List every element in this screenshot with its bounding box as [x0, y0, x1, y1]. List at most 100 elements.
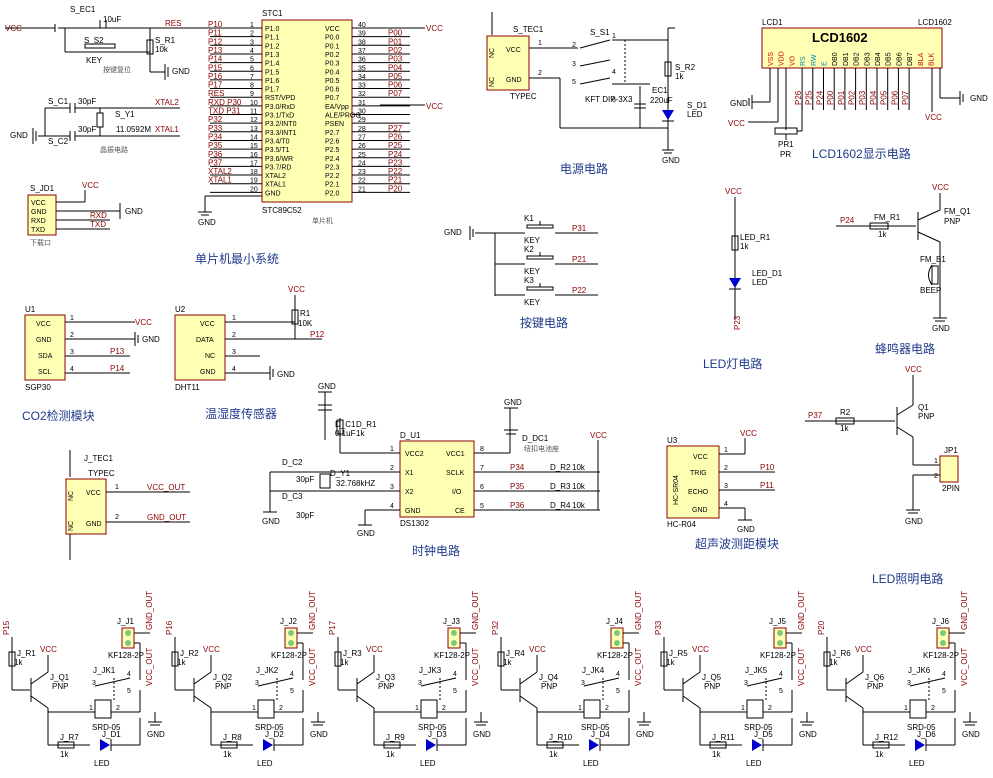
clock-c1-value: 0.1uF [335, 429, 356, 438]
lcd-pot-value: PR [780, 150, 791, 159]
ledlight-jp-value: 2PIN [942, 484, 960, 493]
relay-res-ref: J_R1 [17, 649, 36, 658]
key-value: KEY [524, 236, 541, 245]
mcu-right-pin-num: 33 [358, 83, 366, 90]
dht-chip [174, 314, 226, 381]
relay-vcc: VCC [203, 645, 220, 654]
relay-conn-type: KF128-2P [271, 651, 307, 660]
ultra-num-3: 3 [724, 483, 728, 490]
ledlight-gnd: GND [905, 517, 923, 526]
clock-num-r3: 6 [480, 484, 484, 491]
clock-r1-value: 1k [356, 429, 365, 438]
clock-num-l4: 4 [390, 503, 394, 510]
co2-num-1: 1 [70, 315, 74, 322]
crystal-gnd-label: GND [10, 131, 28, 140]
relay-gnd: GND [962, 730, 980, 739]
clock-c3-ref: D_C3 [282, 492, 303, 501]
relay-rl-ref: J_R8 [223, 733, 242, 742]
relay-res-value: 1k [666, 658, 675, 667]
power-jack-vcc: VCC [506, 47, 521, 54]
led-lamp-res-ref: LED_R1 [740, 233, 771, 242]
crystal-c1-ref: S_C1 [48, 97, 69, 106]
clock-gnd-bat: GND [504, 398, 522, 407]
relay-pin-2: 2 [768, 705, 772, 712]
relay-rl-ref: J_R12 [875, 733, 899, 742]
relay-net: P32 [491, 620, 500, 635]
led-lamp-led-symbol [729, 278, 741, 288]
clock-c1-ref: D_C1 [335, 420, 356, 429]
mcu-left-pin-num: 7 [250, 74, 254, 81]
mcu-right-pin-num: 28 [358, 126, 366, 133]
download-pin-4: TXD [31, 227, 45, 234]
ledlight-num-1: 1 [934, 458, 938, 465]
ultrasonic-circuit: U3 HC-SR04 VCC TRIG ECHO GND HC-R04 VCC … [666, 429, 779, 551]
clock-vcc: VCC [590, 431, 607, 440]
clock-circuit: D_U1 VCC2 X1 X2 GND VCC1 SCLK I/O CE DS1… [262, 382, 607, 558]
crystal-value: 11.0592M [116, 125, 151, 134]
relay-pin-1: 1 [904, 705, 908, 712]
co2-circuit: U1 VCC GND SDA SCL SGP30 1 2 3 4 VCC GND… [22, 305, 160, 423]
lcd-pin-name: DB2 [854, 52, 861, 66]
download-rxd: RXD [90, 211, 107, 220]
relay-k-ref: J_JK4 [582, 666, 605, 675]
relay-pin-4: 4 [127, 671, 131, 678]
download-header: S_JD1 VCC GND RXD TXD 下载口 VCC GND RXD TX… [27, 181, 143, 247]
relay-pin-4: 4 [779, 671, 783, 678]
mcu-left-net: RES [208, 89, 224, 98]
ultra-vcc: VCC [740, 429, 757, 438]
tec-out-jack [65, 478, 107, 535]
mcu-left-pin-name: P1.6 [265, 78, 280, 85]
relay-j-ref: J_J4 [606, 617, 623, 626]
co2-net-sda: P13 [110, 347, 125, 356]
relay-k-ref: J_JK2 [256, 666, 279, 675]
relay-k-ref: J_JK6 [908, 666, 931, 675]
power-nc-1: NC [489, 48, 496, 58]
power-sw-pin-3: 3 [572, 61, 576, 68]
clock-bat-value: 纽扣电池座 [524, 444, 559, 453]
relay-conn-type: KF128-2P [923, 651, 959, 660]
relay-rl-value: 1k [223, 750, 232, 759]
buzzer-net: P24 [840, 216, 855, 225]
relay-vcc: VCC [692, 645, 709, 654]
lcd-pin-name: RS [800, 56, 807, 66]
clock-pin-r4: CE [455, 508, 465, 515]
buzzer-value: BEEP [920, 286, 941, 295]
clock-num-l3: 3 [390, 484, 394, 491]
mcu-left-net: TXD P31 [208, 107, 241, 116]
clock-net-p34: P34 [510, 463, 525, 472]
power-led-value: LED [687, 110, 703, 119]
relay-part: SRD-05 [907, 723, 936, 732]
power-pin-1: 1 [538, 40, 542, 47]
dht-pin-3: NC [205, 353, 215, 360]
mcu-right-pin-num: 31 [358, 100, 366, 107]
lcd-vcc-left: VCC [728, 119, 745, 128]
crystal-c2-ref: S_C2 [48, 137, 69, 146]
mcu-right-pin-num: 24 [358, 160, 366, 167]
lcd-pin-name: RW [811, 54, 818, 66]
dht-res-value: 10K [298, 319, 313, 328]
lcd-pin-name: DB3 [864, 52, 871, 66]
mcu-right-net: P25 [388, 141, 403, 150]
dht-num-4: 4 [232, 366, 236, 373]
lcd-pin-name: BLK [929, 52, 936, 66]
mcu-left-net: P32 [208, 115, 223, 124]
relay-q-type: PNP [378, 682, 394, 691]
relay-pin-5: 5 [779, 688, 783, 695]
mcu-left-net: P33 [208, 124, 223, 133]
relay-pin-5: 5 [127, 688, 131, 695]
relay-rl-value: 1k [875, 750, 884, 759]
dht-pin-4: GND [200, 369, 216, 376]
relay-pin-5: 5 [453, 688, 457, 695]
clock-num-r1: 8 [480, 446, 484, 453]
relay-gnd-out: GND_OUT [960, 591, 969, 630]
mcu-right-net: P20 [388, 184, 403, 193]
clock-num-l2: 2 [390, 465, 394, 472]
co2-net-scl: P14 [110, 364, 125, 373]
tec-out-net2: GND_OUT [147, 513, 186, 522]
key-ref: K2 [524, 245, 534, 254]
mcu-right-pin-name: ALE/PROG [325, 113, 361, 120]
power-led-symbol [662, 110, 674, 120]
relay-pin-4: 4 [290, 671, 294, 678]
